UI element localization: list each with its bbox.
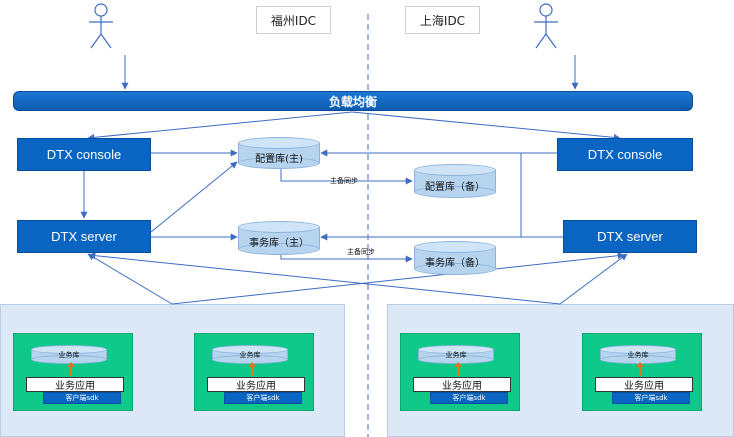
db-config-backup-label: 配置库（备） — [425, 182, 485, 193]
load-balancer-bar: 负载均衡 — [13, 91, 693, 111]
dtx-console-left: DTX console — [17, 138, 151, 171]
db-tx-main: 事务库（主） — [238, 221, 320, 255]
up-arrow-icon — [636, 362, 644, 376]
app-block-2: 业务库 业务应用 客户端sdk — [194, 333, 314, 411]
dtx-server-right: DTX server — [563, 220, 697, 253]
db-config-backup: 配置库（备） — [414, 164, 496, 198]
db-tx-backup: 事务库（备） — [414, 241, 496, 275]
idc-label-shanghai: 上海IDC — [405, 6, 480, 34]
sync-label-config: 主备同步 — [330, 177, 358, 185]
up-arrow-icon — [248, 362, 256, 376]
sync-label-tx: 主备同步 — [347, 248, 375, 256]
db-config-main: 配置库(主) — [238, 137, 320, 169]
idc-label-fuzhou: 福州IDC — [256, 6, 331, 34]
biz-app-label: 业务应用 — [413, 377, 511, 392]
biz-db-label: 业务库 — [445, 351, 467, 359]
client-sdk-label: 客户端sdk — [43, 392, 121, 404]
user-icon-right — [534, 3, 558, 49]
biz-app-label: 业务应用 — [595, 377, 693, 392]
biz-app-label: 业务应用 — [26, 377, 124, 392]
db-tx-main-label: 事务库（主） — [249, 238, 309, 249]
app-block-4: 业务库 业务应用 客户端sdk — [582, 333, 702, 411]
dtx-console-right: DTX console — [557, 138, 693, 171]
up-arrow-icon — [454, 362, 462, 376]
app-block-1: 业务库 业务应用 客户端sdk — [13, 333, 133, 411]
biz-db-label: 业务库 — [627, 351, 649, 359]
client-sdk-label: 客户端sdk — [430, 392, 508, 404]
db-config-main-label: 配置库(主) — [255, 154, 303, 165]
biz-app-label: 业务应用 — [207, 377, 305, 392]
app-block-3: 业务库 业务应用 客户端sdk — [400, 333, 520, 411]
client-sdk-label: 客户端sdk — [612, 392, 690, 404]
up-arrow-icon — [67, 362, 75, 376]
user-icon-left — [89, 3, 113, 49]
biz-db-label: 业务库 — [239, 351, 261, 359]
biz-db-label: 业务库 — [58, 351, 80, 359]
client-sdk-label: 客户端sdk — [224, 392, 302, 404]
load-balancer-label: 负载均衡 — [328, 94, 377, 109]
dtx-server-left: DTX server — [17, 220, 151, 253]
db-tx-backup-label: 事务库（备） — [425, 258, 485, 269]
